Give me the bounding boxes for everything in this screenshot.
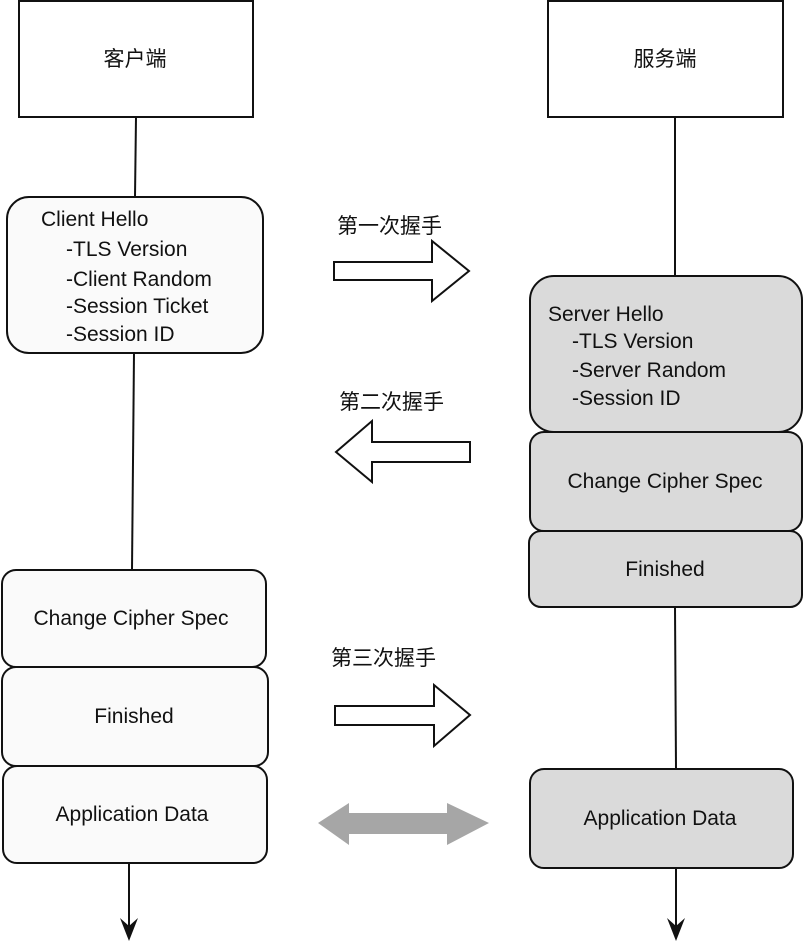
client-application-data-label: Application Data — [56, 803, 209, 826]
server-hello-field: -Server Random — [572, 359, 726, 382]
client-hello-field: -Session ID — [66, 323, 175, 346]
server-header[interactable]: 服务端 — [547, 0, 784, 118]
server-hello-title: Server Hello — [548, 303, 664, 326]
server-application-data-label: Application Data — [584, 807, 737, 830]
client-finished-box[interactable]: Finished — [1, 666, 269, 767]
bidirectional-arrow-icon — [318, 803, 489, 845]
client-change-cipher-spec-box[interactable]: Change Cipher Spec — [1, 569, 267, 668]
server-hello-field: -Session ID — [572, 387, 681, 410]
client-hello-box[interactable]: Client Hello -TLS Version -Client Random… — [6, 196, 264, 354]
client-hello-field: -Client Random — [66, 268, 212, 291]
arrow-right-icon — [334, 682, 472, 749]
server-application-data-box[interactable]: Application Data — [529, 768, 794, 869]
client-hello-field: -TLS Version — [66, 238, 187, 261]
handshake-2-label: 第二次握手 — [339, 391, 444, 414]
client-change-cipher-spec-label: Change Cipher Spec — [34, 607, 229, 630]
server-title: 服务端 — [634, 48, 697, 71]
server-column: 服务端 Server Hello -TLS Version -Server Ra… — [528, 0, 803, 941]
client-finished-label: Finished — [94, 705, 173, 728]
client-title: 客户端 — [104, 48, 167, 71]
client-lifeline-top — [134, 116, 137, 198]
server-finished-label: Finished — [625, 558, 704, 581]
server-hello-field: -TLS Version — [572, 330, 693, 353]
client-application-data-box[interactable]: Application Data — [2, 765, 268, 864]
server-finished-box[interactable]: Finished — [528, 530, 803, 608]
client-lifeline-middle — [131, 352, 135, 571]
server-lifeline-middle — [674, 606, 677, 770]
arrow-left-icon — [334, 418, 471, 485]
data-exchange — [318, 803, 489, 845]
handshake-1: 第一次握手 — [333, 215, 471, 304]
server-change-cipher-spec-box[interactable]: Change Cipher Spec — [529, 431, 803, 532]
handshake-3: 第三次握手 — [331, 647, 472, 749]
server-lifeline-arrow-icon — [667, 918, 685, 941]
client-hello-title: Client Hello — [41, 208, 148, 231]
handshake-1-label: 第一次握手 — [337, 215, 442, 238]
server-hello-box[interactable]: Server Hello -TLS Version -Server Random… — [529, 275, 803, 433]
handshake-2: 第二次握手 — [334, 391, 471, 485]
handshake-3-label: 第三次握手 — [331, 647, 436, 670]
client-lifeline-arrow-icon — [120, 918, 138, 941]
client-header[interactable]: 客户端 — [18, 0, 254, 118]
client-hello-field: -Session Ticket — [66, 295, 209, 318]
client-column: 客户端 Client Hello -TLS Version -Client Ra… — [1, 0, 269, 941]
server-change-cipher-spec-label: Change Cipher Spec — [568, 470, 763, 493]
arrow-right-icon — [333, 238, 471, 304]
